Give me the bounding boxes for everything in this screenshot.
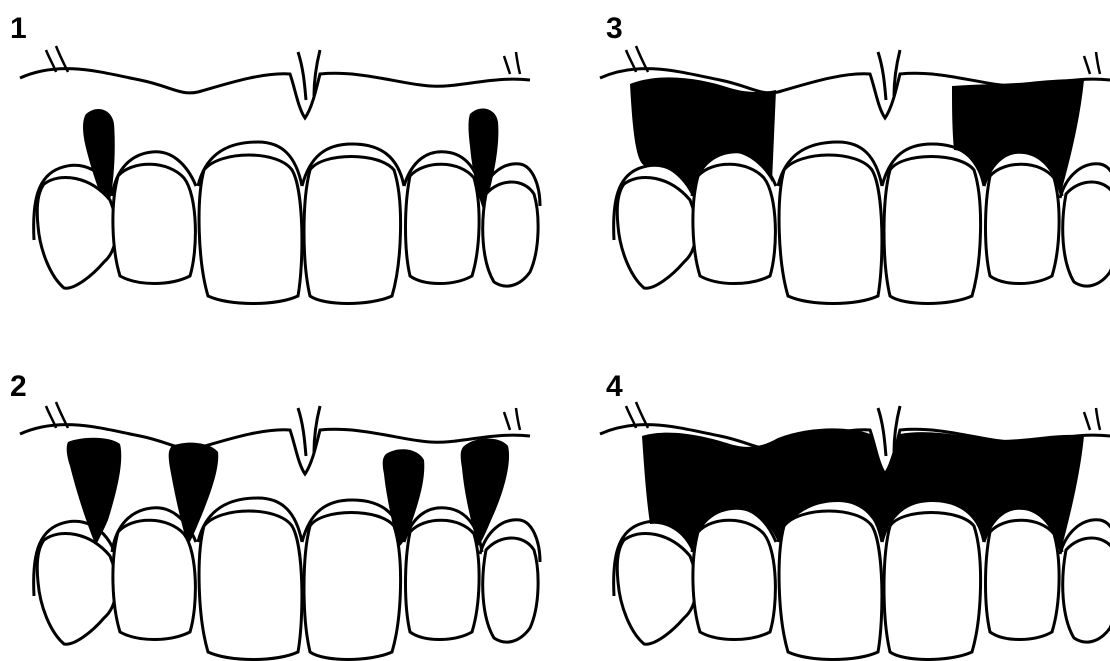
teeth-arch (20, 46, 540, 304)
panel-label-4: 4 (606, 372, 623, 402)
panel-label-2: 2 (10, 372, 27, 402)
panel-1-diagram (20, 46, 540, 304)
panel-label-1: 1 (10, 14, 27, 44)
panel-2-diagram (20, 402, 540, 660)
panel-4-diagram (600, 402, 1110, 660)
panel-label-3: 3 (606, 14, 623, 44)
panel-3-diagram (600, 46, 1110, 304)
